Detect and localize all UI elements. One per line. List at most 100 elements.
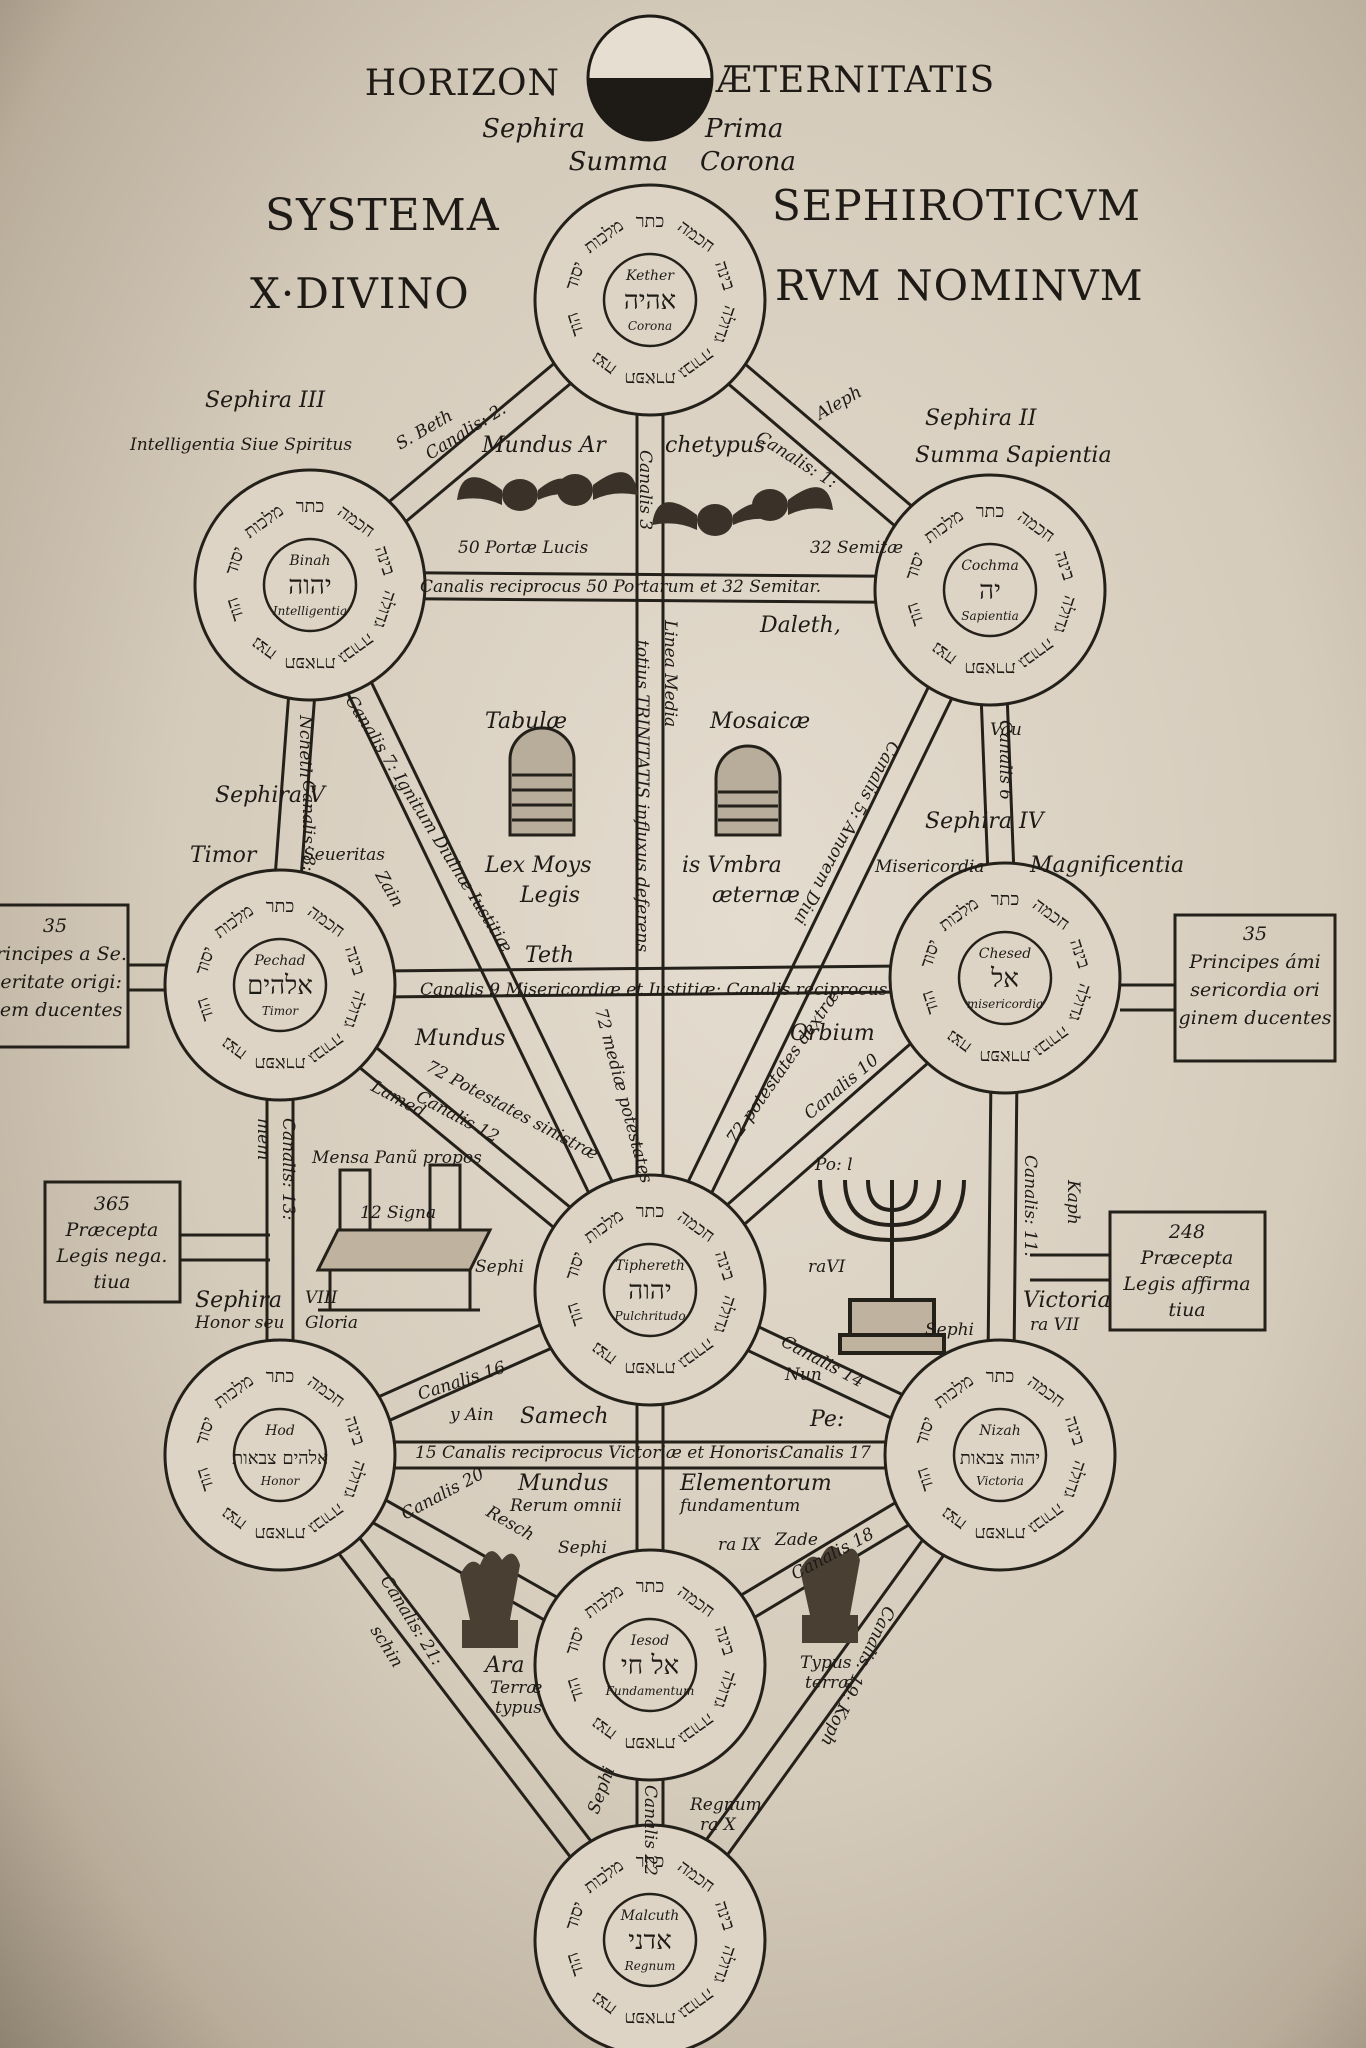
sephira-outer-ring: [193, 468, 427, 702]
label-is-umbra: is Vmbra: [682, 853, 782, 878]
sephira-divine-name: אל: [990, 964, 1019, 994]
sephira-outer-ring: [533, 183, 767, 417]
label-canalis-3: Canalis 3: [635, 450, 655, 530]
label-canalis-9: Canalis 9 Misericordiæ et Iustitiæ: Cana…: [420, 980, 888, 1000]
label-aleph: Aleph: [811, 382, 866, 425]
label-victoria: Victoria: [1023, 1288, 1111, 1313]
ring-word: תפארת: [624, 2008, 675, 2029]
label-honor-seu: Honor seu: [194, 1313, 285, 1333]
label-typus: typus: [495, 1698, 542, 1718]
ring-word: כתר: [636, 1851, 665, 1872]
box-left35-line1: 35: [43, 915, 67, 937]
sephira-latin: Timor: [262, 1004, 299, 1018]
label-terrae: Terræ: [490, 1678, 542, 1698]
label-mensa: Mensa Panũ propos: [311, 1148, 482, 1168]
box-right248-line1: 248: [1168, 1221, 1205, 1243]
box-right248-line2: Præcepta: [1140, 1247, 1234, 1269]
sephira-outer-ring: [888, 861, 1122, 1095]
sephira-inner-ring: [957, 930, 1053, 1026]
ring-word: תפארת: [964, 658, 1015, 679]
box-left365-line1: 365: [94, 1193, 130, 1215]
label-mosaicae: Mosaicæ: [709, 709, 810, 734]
sephira-outer-ring: [163, 868, 397, 1102]
ring-word: תפארת: [254, 1523, 305, 1544]
box-left365-line4: tiua: [93, 1271, 130, 1293]
label-seueritas: Seueritas: [303, 845, 385, 865]
ring-word: תפארת: [254, 1053, 305, 1074]
channel-binah-tiphereth: [296, 589, 640, 1297]
sephira-name: Binah: [288, 553, 330, 569]
ring-word: כתר: [636, 211, 665, 232]
box-right35-line1: 35: [1243, 923, 1267, 945]
sephira-inner-ring: [952, 1407, 1048, 1503]
box-left-365: [43, 1180, 182, 1304]
sephiroticum-title: SEPHIROTICVM: [772, 181, 1141, 230]
sephira-latin: Victoria: [976, 1474, 1024, 1488]
label-ain: y Ain: [449, 1405, 494, 1425]
label-vau: Vau: [990, 720, 1022, 740]
sephira-divine-name: יהוה: [628, 1276, 671, 1306]
cherubim-decoration: [457, 472, 833, 536]
channel-chesed-pechad: [279, 963, 1005, 974]
rum-nominum-title: RVM NOMINVM: [775, 261, 1144, 310]
label-canalis-15: 15 Canalis reciprocus Victoriæ et Honori…: [415, 1443, 784, 1463]
sephira-name: Kether: [625, 268, 675, 284]
label-regnum: Regnum: [689, 1795, 762, 1815]
label-canalis-1: Canalis: 1:: [752, 427, 840, 492]
label-trinitatis: totius TRINITATIS influxus deferens: [632, 640, 652, 952]
box-right35-line4: ginem ducentes: [1179, 1007, 1332, 1029]
sephira-divine-name: אהיה: [624, 286, 676, 316]
sephira-name: Cochma: [961, 558, 1019, 574]
label-sephi-right: Sephi: [925, 1320, 974, 1340]
label-canalis-16: Canalis 16: [415, 1358, 508, 1405]
label-daleth: Daleth,: [759, 613, 841, 638]
label-schin: schin: [366, 1622, 407, 1671]
label-po-l: Po: l: [814, 1155, 853, 1175]
showbread-table: [315, 1163, 493, 1312]
sephira-name: Malcuth: [620, 1908, 680, 1924]
label-ra-x: ra X: [700, 1815, 737, 1835]
label-sephi-ix: Sephi: [558, 1538, 607, 1558]
sephira-divine-name: אל חי: [621, 1651, 679, 1681]
label-elementorum: Elementorum: [679, 1471, 832, 1496]
sephira-label: Sephira: [482, 114, 585, 144]
label-canalis-reciprocus: Canalis reciprocus 50 Portarum et 32 Sem…: [420, 577, 821, 597]
ring-word: תפארת: [624, 368, 675, 389]
ring-word: תפארת: [979, 1046, 1030, 1067]
channel-chesed-pechad: [280, 989, 1006, 1000]
label-sephi-x: Sephi: [584, 1764, 620, 1817]
label-canalis-17: Canalis 17: [780, 1443, 871, 1463]
label-mundus2: Mundus: [517, 1471, 608, 1496]
sephira-name: Nizah: [978, 1423, 1020, 1439]
side-boxes: 35 Principes a Se. ueritate origi: nem d…: [0, 903, 1337, 1332]
ring-word: תפארת: [624, 1733, 675, 1754]
sephira-name: Chesed: [979, 946, 1031, 962]
sephira-inner-ring: [602, 1892, 698, 1988]
sephira-divine-name: יהוה: [288, 571, 331, 601]
label-intelligentia: Intelligentia Siue Spiritus: [129, 435, 352, 455]
label-sephira-iv: Sephira IV: [925, 809, 1046, 834]
label-lex-moys: Lex Moys: [484, 853, 592, 878]
label-sephi-left: Sephi: [475, 1257, 524, 1277]
label-semitae: 32 Semitæ: [810, 538, 903, 558]
aeternitatis-text: ÆTERNITATIS: [715, 60, 995, 101]
label-misericordia: Misericordia: [874, 857, 985, 877]
label-fundamentum: fundamentum: [678, 1496, 800, 1516]
label-sephira-ii: Sephira II: [925, 406, 1038, 431]
label-porte-lucis: 50 Portæ Lucis: [458, 538, 589, 558]
label-samech: Samech: [520, 1404, 609, 1429]
ring-word: כתר: [976, 501, 1005, 522]
sephira-inner-ring: [602, 1617, 698, 1713]
summa-label: Summa: [569, 147, 668, 177]
ring-word: תפארת: [974, 1523, 1025, 1544]
label-rerum: Rerum omnii: [509, 1496, 622, 1516]
sephira-divine-name: אלהים: [247, 971, 313, 1001]
sephira-outer-ring: [883, 1338, 1117, 1572]
